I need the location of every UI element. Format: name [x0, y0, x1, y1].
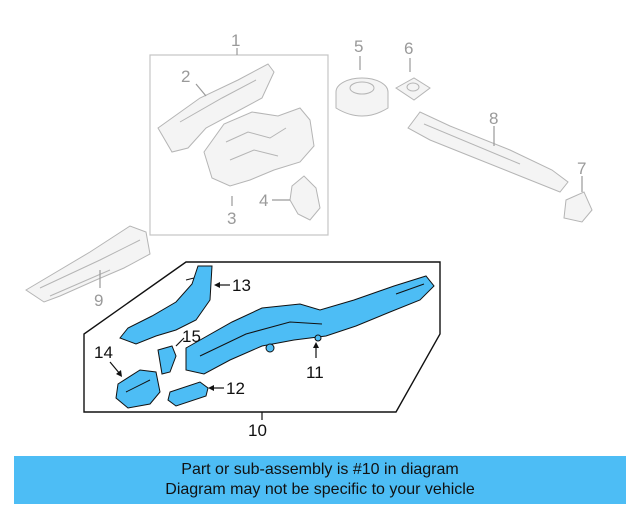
banner-line-1: Part or sub-assembly is #10 in diagram	[181, 461, 459, 478]
part-13	[119, 265, 213, 345]
info-banner: Part or sub-assembly is #10 in diagram D…	[14, 456, 626, 504]
part-6-grey	[395, 77, 431, 101]
callout-15: 15	[182, 327, 201, 346]
callout-13: 13	[232, 276, 251, 295]
callout-7: 7	[577, 159, 586, 178]
callout-1: 1	[231, 31, 240, 50]
part-12	[167, 381, 209, 407]
parts-diagram: 1 2 3 4 5 6 8 7	[25, 31, 593, 440]
part-2-grey	[157, 63, 275, 153]
callout-8: 8	[489, 109, 498, 128]
group-10-box	[83, 261, 441, 420]
callout-2: 2	[181, 67, 190, 86]
banner-line-2: Diagram may not be specific to your vehi…	[165, 481, 475, 498]
part-14	[115, 369, 161, 409]
part-3-grey	[203, 107, 315, 187]
part-4-grey	[289, 175, 321, 221]
part-7-grey	[563, 191, 593, 223]
callout-10: 10	[248, 421, 267, 440]
part-11	[185, 275, 435, 375]
part-5-grey	[335, 77, 389, 117]
callout-6: 6	[404, 39, 413, 58]
callout-11: 11	[306, 363, 324, 382]
callout-5: 5	[354, 37, 363, 56]
callout-12: 12	[226, 379, 245, 398]
group-1-box	[149, 48, 329, 236]
callout-4: 4	[259, 191, 268, 210]
part-15	[157, 345, 177, 375]
callout-3: 3	[227, 209, 236, 228]
callout-14: 14	[94, 343, 113, 362]
callout-9: 9	[94, 291, 103, 310]
part-9-grey	[25, 225, 151, 303]
part-8-grey	[407, 111, 569, 193]
